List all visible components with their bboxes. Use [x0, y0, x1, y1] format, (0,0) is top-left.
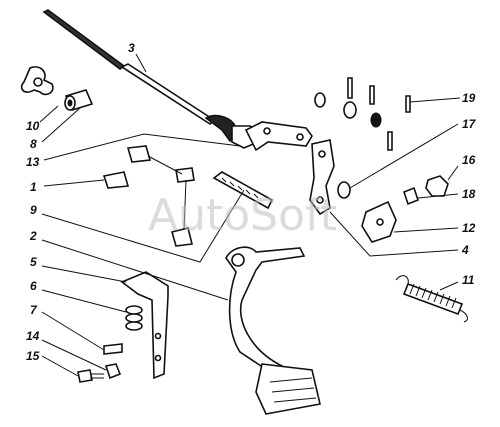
- leader-lines: [39, 53, 461, 377]
- leader-9: [41, 189, 245, 263]
- callout-19: 19: [462, 91, 476, 105]
- leader-19: [409, 97, 461, 103]
- callout-12: 12: [462, 221, 476, 235]
- leader-1: [43, 179, 105, 187]
- watermark-text: AutoSoft: [148, 190, 337, 241]
- part-12-angle-bracket: [361, 200, 397, 243]
- part-14-nut: [104, 363, 122, 380]
- part-4-bracket: [309, 139, 335, 216]
- callout-13: 13: [26, 155, 40, 169]
- callout-17: 17: [462, 117, 477, 131]
- leader-6: [41, 289, 127, 313]
- callout-4: 4: [461, 243, 469, 257]
- part-13-lever-plate: [244, 121, 313, 152]
- part-17-washer: [337, 181, 351, 199]
- leader-17: [349, 123, 459, 189]
- part-7-pin: [103, 343, 123, 355]
- callout-8: 8: [30, 137, 37, 151]
- leader-2: [41, 239, 229, 301]
- callout-15: 15: [26, 349, 40, 363]
- part-3-cable-rod: [42, 9, 264, 149]
- leader-12: [393, 227, 459, 233]
- leader-7: [41, 311, 105, 351]
- leader-14: [41, 339, 107, 371]
- callout-14: 14: [26, 329, 40, 343]
- leader-18: [417, 193, 459, 199]
- part-15-bolt: [77, 369, 104, 383]
- part-2-pedal: [225, 246, 321, 415]
- callout-11: 11: [462, 273, 475, 287]
- callout-16: 16: [462, 153, 476, 167]
- callout-2: 2: [29, 229, 37, 243]
- callout-18: 18: [462, 187, 476, 201]
- part-16-nut: [425, 175, 449, 197]
- part-washers: [314, 92, 382, 128]
- callout-5: 5: [30, 255, 37, 269]
- part-8-bushing: [64, 89, 94, 111]
- part-19-screws: [347, 77, 411, 151]
- leader-16: [447, 165, 459, 181]
- part-5-lever-arm: [120, 271, 169, 380]
- leader-11: [439, 281, 459, 291]
- part-10-wing-nut: [20, 66, 54, 96]
- leader-4: [329, 211, 459, 257]
- part-18-spacer: [403, 186, 419, 206]
- leader-5: [41, 265, 127, 283]
- callout-3: 3: [128, 41, 135, 55]
- callout-1: 1: [30, 180, 37, 194]
- leader-13: [43, 133, 241, 161]
- leader-8: [41, 107, 81, 143]
- leader-10: [39, 105, 59, 123]
- part-6-spring-stack: [125, 305, 143, 331]
- callout-10: 10: [26, 119, 40, 133]
- callout-9: 9: [30, 203, 37, 217]
- callout-labels: 3 10 8 13 1 9 2 5 6 7 14 15 19 17 16 18 …: [26, 41, 477, 363]
- callout-7: 7: [30, 303, 38, 317]
- callout-6: 6: [30, 279, 37, 293]
- part-9-threaded-stud: [212, 171, 274, 210]
- part-11-spring: [395, 275, 468, 323]
- part-1-bolts-link: [102, 145, 195, 247]
- leader-3: [135, 53, 147, 73]
- leader-15: [41, 355, 79, 377]
